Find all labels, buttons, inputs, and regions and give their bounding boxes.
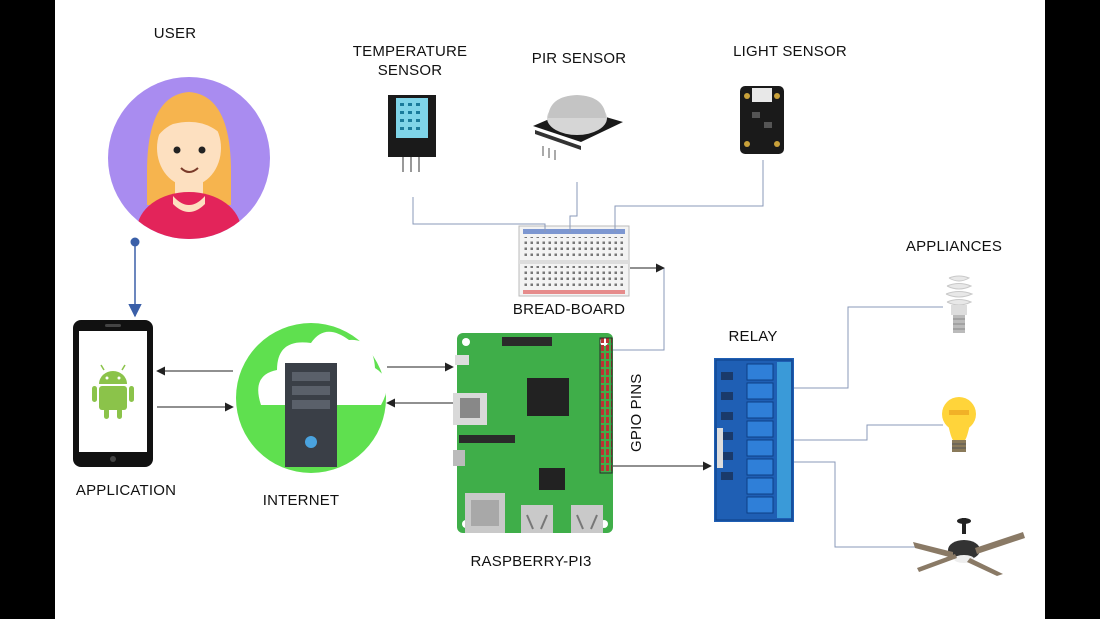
light-sensor-label: LIGHT SENSOR [733, 43, 847, 60]
android-icon [92, 364, 134, 419]
internet-raspberry-arrows [386, 362, 454, 408]
temperature-sensor-label-line1: TEMPERATURE [352, 43, 468, 60]
diagram-canvas: USER TEMPERATURE SENSOR PIR SENSOR LIGHT… [55, 0, 1045, 619]
temperature-sensor-icon [388, 95, 436, 172]
ceiling-fan-icon [913, 518, 1025, 576]
relay-appliance-wires [794, 306, 943, 548]
relay-label: RELAY [728, 328, 778, 345]
sensor-wires [412, 160, 764, 232]
raspberry-pi-board-icon [453, 333, 613, 533]
application-label: APPLICATION [75, 482, 177, 499]
temperature-sensor-label-line2: SENSOR [377, 62, 443, 79]
breadboard-icon [518, 225, 630, 297]
light-sensor-icon [740, 86, 784, 154]
diagram-graphics [73, 77, 1025, 576]
smartphone-icon [73, 320, 153, 467]
relay-module-icon [714, 358, 794, 522]
internet-label: INTERNET [262, 492, 340, 509]
breadboard-label: BREAD-BOARD [512, 301, 626, 318]
raspberry-pi-label: RASPBERRY-PI3 [470, 553, 592, 570]
gpio-breadboard-connector [613, 263, 665, 351]
appliances-label: APPLIANCES [905, 238, 1003, 255]
user-label: USER [153, 25, 197, 42]
light-bulb-icon [942, 397, 976, 452]
internet-cloud-server-icon [236, 323, 387, 473]
pir-sensor-icon [533, 95, 623, 160]
gpio-pins-label: GPIO PINS [628, 373, 645, 453]
user-avatar-icon [108, 77, 270, 239]
application-internet-arrows [156, 366, 234, 412]
pir-sensor-label: PIR SENSOR [531, 50, 627, 67]
user-to-application-arrow [128, 237, 142, 318]
cfl-bulb-icon [945, 275, 974, 333]
